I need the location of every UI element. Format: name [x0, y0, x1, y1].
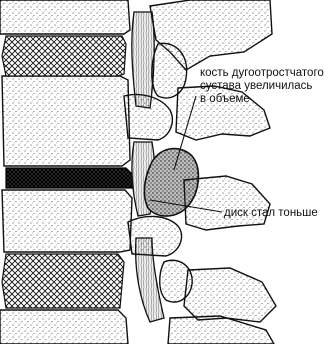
- annotation-facet-bone: кость дугоотростчатого сустава увеличила…: [200, 67, 324, 105]
- disc-upper: [2, 36, 126, 76]
- facet-label-line-3: в объеме: [200, 93, 250, 105]
- facet-label-line-1: кость дугоотростчатого: [200, 67, 324, 79]
- spinous-process-middle: [184, 176, 270, 230]
- spinous-process-lower: [184, 268, 276, 322]
- vertebra-body-2: [2, 76, 130, 166]
- vertebra-body-4: [0, 310, 128, 344]
- facet-label-line-2: сустава увеличилась: [200, 80, 312, 92]
- pedicle-upper: [124, 95, 172, 140]
- disc-lower: [2, 254, 124, 308]
- disc-label: диск стал тоньше: [224, 207, 318, 219]
- pedicle-lower: [128, 216, 182, 256]
- annotation-disc: диск стал тоньше: [224, 207, 318, 219]
- vertebra-body-3: [2, 190, 132, 252]
- vertebra-body-top: [0, 0, 130, 34]
- disc-thin: [6, 168, 134, 188]
- nerve-root-upper: [132, 12, 154, 108]
